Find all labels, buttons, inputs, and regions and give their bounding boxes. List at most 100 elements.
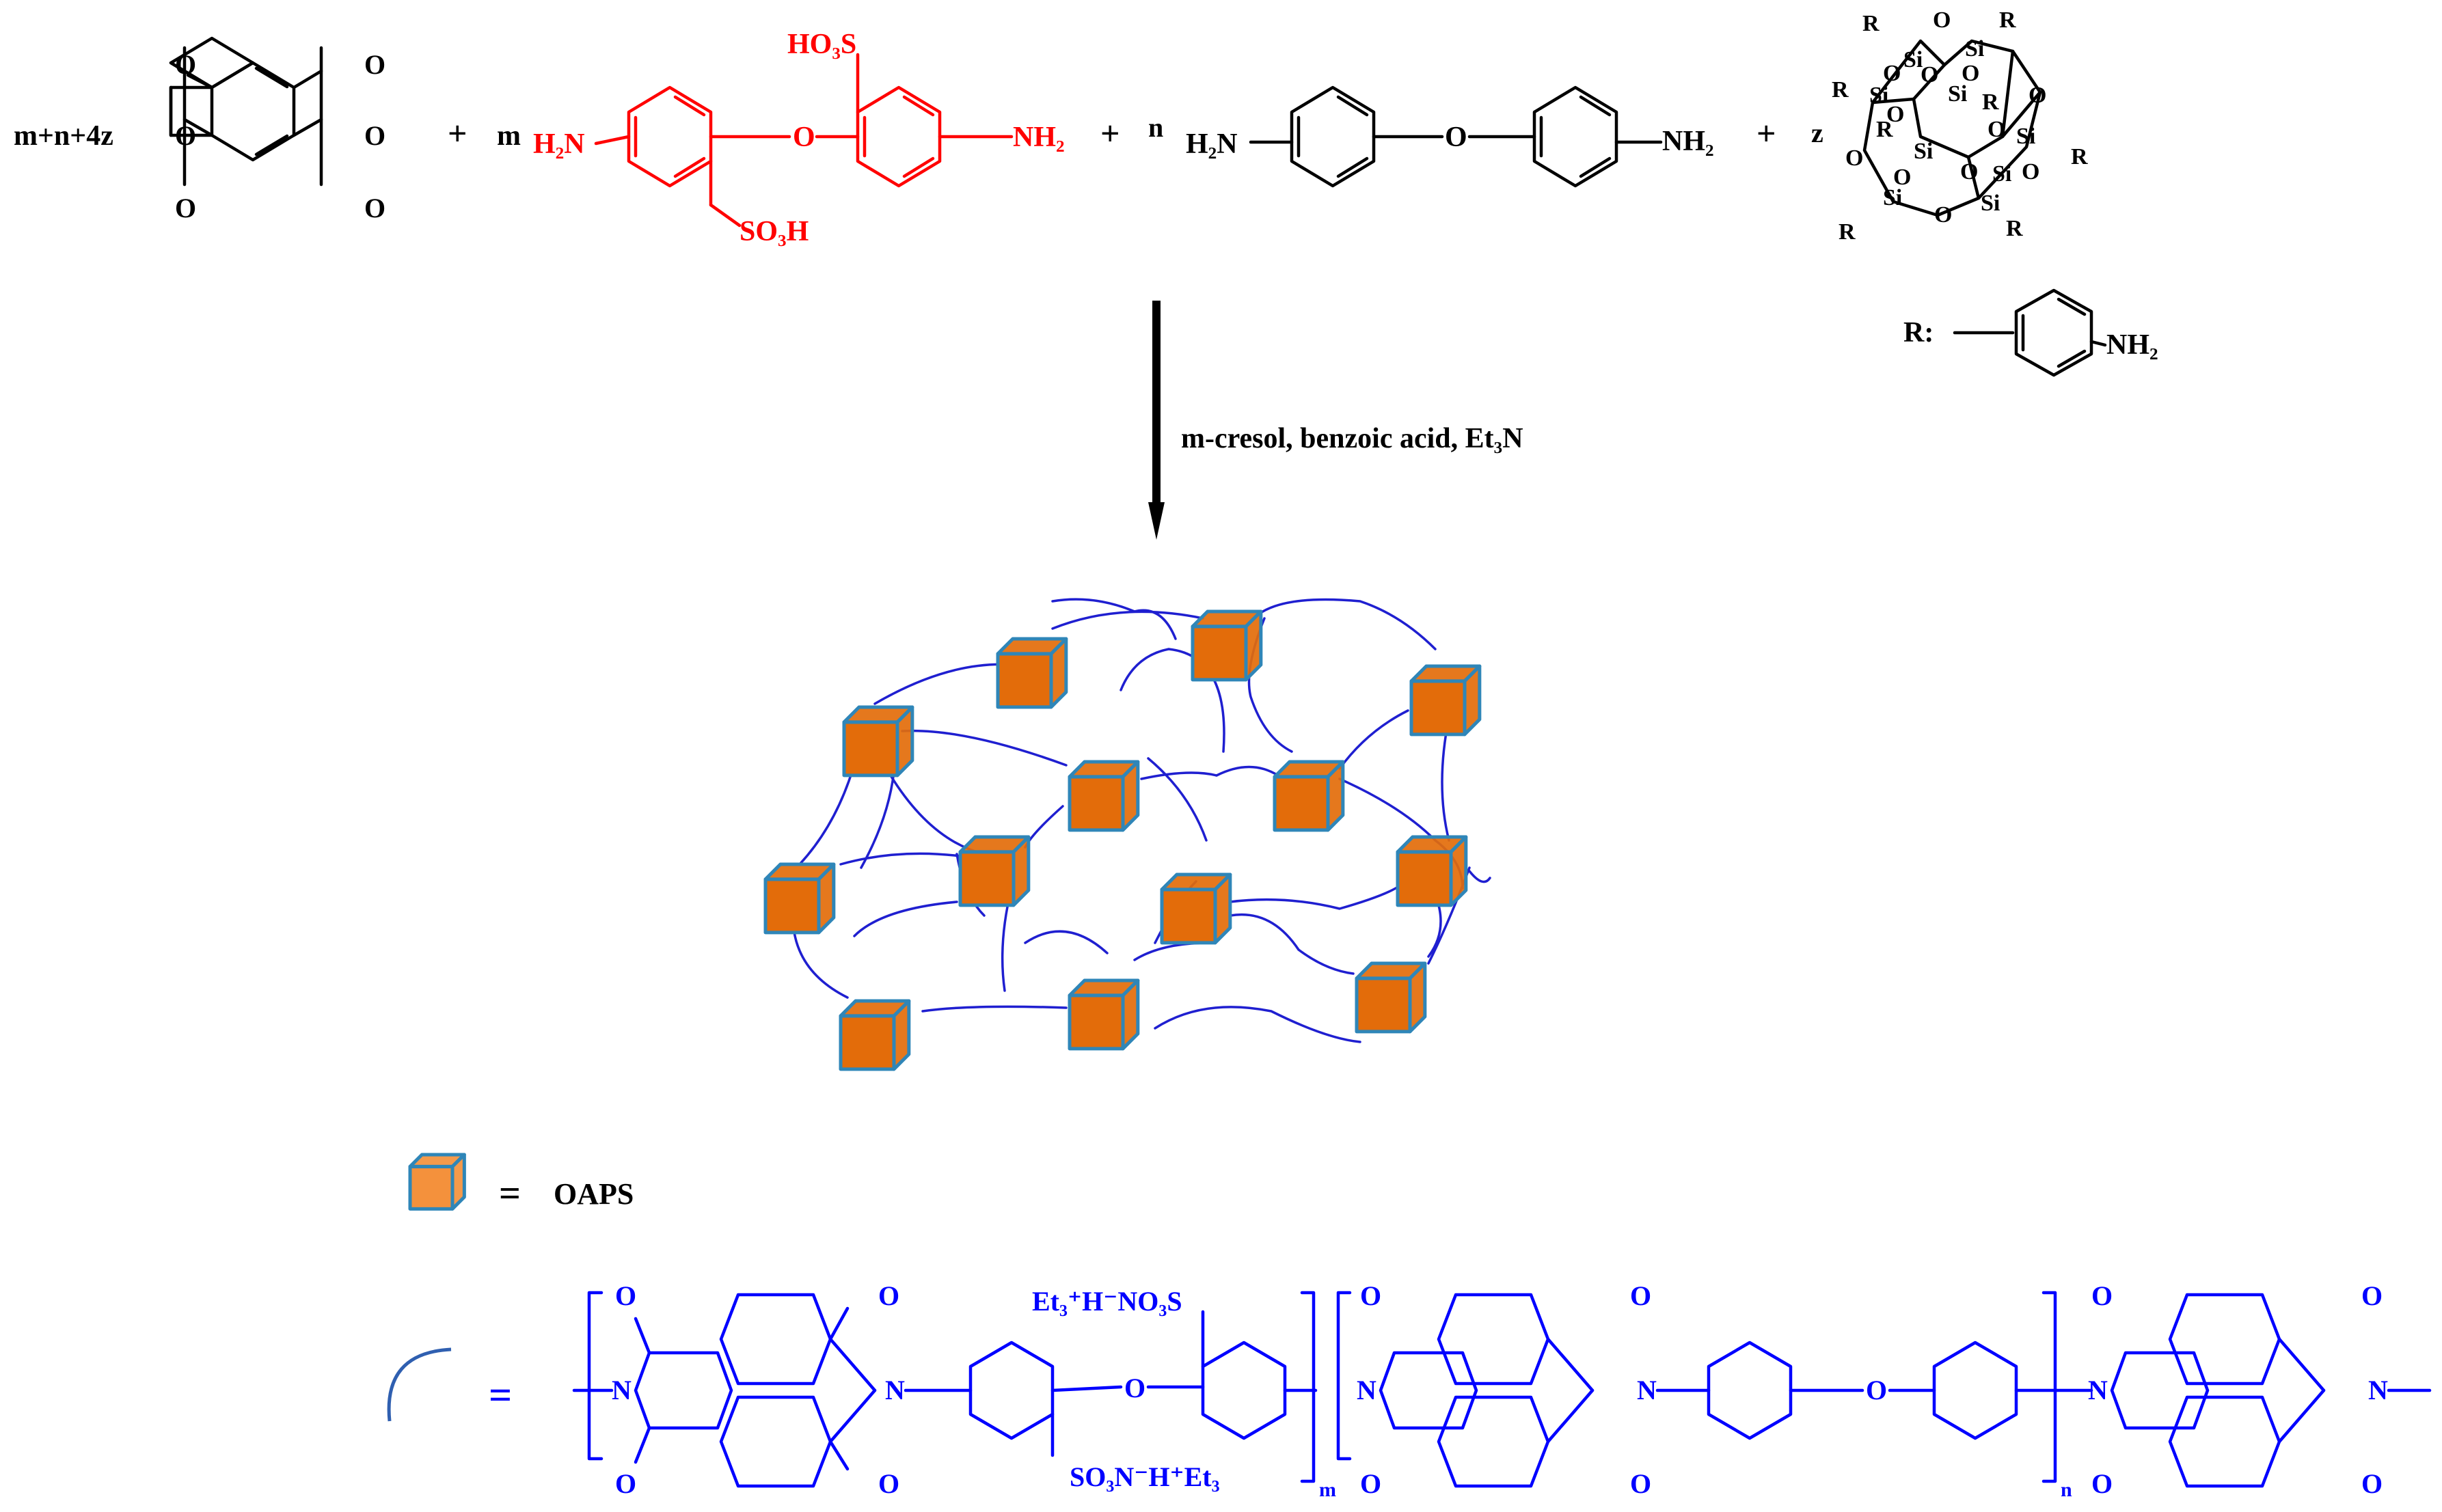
r-group: R — [1862, 11, 1880, 36]
polymer-chain — [1468, 870, 1491, 883]
coefficient-z: z — [1811, 118, 1823, 148]
oaps-cube — [763, 862, 836, 935]
oxygen-atom: O — [175, 193, 196, 223]
silicon-atom: Si — [1883, 185, 1902, 210]
carbonyl — [828, 1306, 850, 1341]
ether-oxygen: O — [1124, 1373, 1145, 1403]
oxygen-atom: O — [1934, 202, 1952, 228]
oaps-cube — [1068, 760, 1140, 832]
polymer-chain — [1147, 757, 1208, 842]
imide-nitrogen: N — [612, 1375, 632, 1405]
bond — [210, 61, 255, 90]
bracket-left — [587, 1291, 603, 1461]
silicon-atom: Si — [1965, 36, 1984, 61]
plus-sign: + — [448, 114, 467, 152]
oaps-cube — [1160, 872, 1232, 945]
oaps-cube — [1191, 609, 1263, 682]
naphthalene-ring-right — [210, 61, 296, 162]
oxygen-atom: O — [1962, 61, 1979, 86]
legend-cube-icon — [408, 1153, 466, 1211]
double-bond — [1579, 95, 1612, 117]
reaction-conditions: m-cresol, benzoic acid, Et₃N — [1181, 423, 1523, 454]
oaps-cube — [958, 835, 1031, 907]
bond — [1546, 1388, 1595, 1444]
legend: = OAPS — [408, 1153, 634, 1215]
amine-group: NH₂ — [2106, 329, 2158, 361]
oxygen-atom: O — [364, 193, 385, 223]
r-group-definition: R: NH₂ — [1903, 288, 2158, 377]
carbonyl — [634, 1426, 651, 1464]
carbonyl-oxygen: O — [1360, 1468, 1381, 1499]
crosslinked-network — [791, 598, 1491, 1043]
naphthalene-ring-bottom — [1437, 1395, 1550, 1488]
cage-inner-bond — [2000, 90, 2042, 139]
oaps-cubes — [763, 609, 1482, 1071]
naphthalene-ring-bottom — [2168, 1395, 2281, 1488]
benzene-ring-left — [627, 85, 713, 188]
subscript-m: m — [1319, 1479, 1336, 1501]
imide-nitrogen: N — [2088, 1375, 2108, 1405]
anhydride-right — [292, 69, 323, 137]
oaps-cage-reactant: z R O R Si Si O O O R Si Si R O O R O Si… — [1811, 8, 2088, 245]
oxygen-atom: O — [1933, 8, 1951, 33]
double-bond — [254, 134, 289, 156]
polymer-chain — [1120, 648, 1225, 753]
naphthalene-ring-top — [719, 1293, 832, 1386]
carbonyl-oxygen: O — [2361, 1468, 2383, 1499]
carbonyl-oxygen: O — [1630, 1468, 1651, 1499]
dianhydride-reactant: m+n+4z O O O O O O — [14, 36, 385, 223]
oxygen-atom: O — [364, 49, 385, 80]
benzene-ring — [1932, 1341, 2018, 1440]
naphthalene-ring-top — [2168, 1293, 2281, 1386]
amine-group-right: NH₂ — [1013, 122, 1065, 153]
polymer-chain — [1229, 883, 1402, 910]
polymer-chain — [901, 729, 1068, 767]
carbonyl-oxygen: O — [615, 1468, 636, 1499]
oaps-cube — [839, 999, 911, 1071]
silicon-atom: Si — [1948, 81, 1967, 107]
bond — [2277, 1388, 2326, 1444]
bracket-right-m — [1300, 1291, 1316, 1483]
imide-ring — [1379, 1351, 1478, 1430]
carbonyl-oxygen: O — [1630, 1280, 1651, 1311]
silicon-atom: Si — [1869, 83, 1888, 108]
oaps-cube-icon — [408, 1153, 466, 1211]
silicon-atom: Si — [1903, 47, 1923, 72]
polymer-chain — [839, 852, 972, 866]
bracket-left-n — [1336, 1291, 1352, 1461]
reaction-arrow: m-cresol, benzoic acid, Et₃N — [1148, 301, 1523, 540]
polymer-chain — [1229, 913, 1355, 975]
r-group: R — [2071, 144, 2088, 169]
carbonyl-oxygen: O — [2361, 1280, 2383, 1311]
oxygen-atom: O — [1883, 61, 1901, 86]
polymer-structure: = N O O O O N SO₃N⁻H⁺Et₃ O Et₃⁺H⁻NO₃S — [387, 1280, 2432, 1501]
bond — [828, 1388, 877, 1444]
polymer-chain — [853, 901, 958, 937]
polymer-chain — [1051, 598, 1177, 640]
double-bond — [673, 95, 706, 117]
sulfonic-acid-bottom: SO₃H — [740, 216, 809, 247]
carbonyl — [634, 1317, 651, 1355]
imide-ring — [634, 1351, 733, 1430]
oxygen-atom: O — [1893, 165, 1911, 190]
polymer-chain — [1024, 805, 1064, 849]
oxygen-atom: O — [2022, 159, 2039, 184]
double-bond — [1336, 95, 1369, 117]
double-bond — [2057, 349, 2087, 368]
polymer-chain — [1338, 709, 1409, 770]
silicon-atom: Si — [1914, 139, 1933, 164]
amine-group-left: H₂N — [533, 128, 585, 160]
amine-group-left: H₂N — [1186, 128, 1238, 160]
benzene-ring — [1707, 1341, 1793, 1440]
bond — [594, 135, 631, 146]
carbonyl — [828, 1440, 850, 1471]
cage-inner-bond — [1966, 155, 1981, 200]
sulfonate-salt-top: Et₃⁺H⁻NO₃S — [1032, 1286, 1182, 1317]
double-bond — [902, 156, 935, 178]
dianhydride-coefficient: m+n+4z — [14, 120, 113, 152]
bond — [2089, 340, 2107, 347]
bond — [2277, 1337, 2326, 1392]
ether-oxygen: O — [793, 122, 815, 153]
